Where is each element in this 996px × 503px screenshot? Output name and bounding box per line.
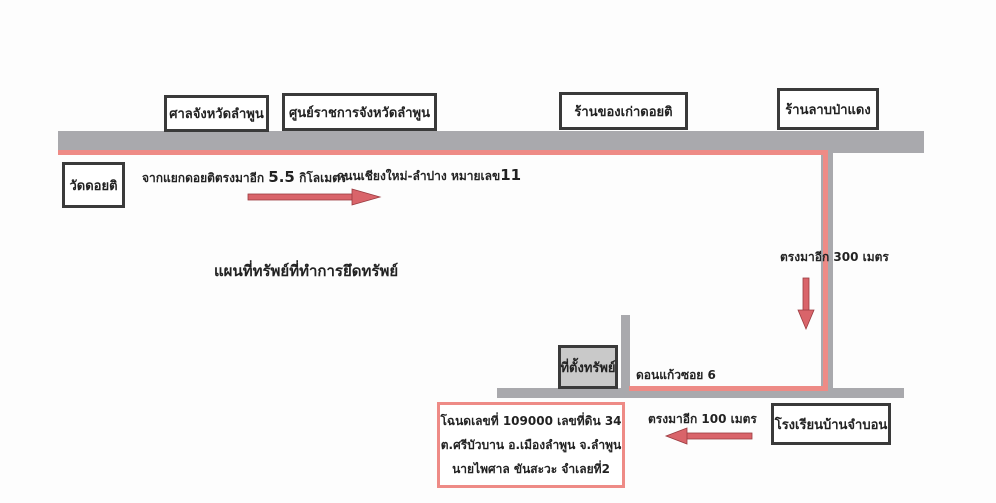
landmark-temple-label: วัดดอยติ [69,178,118,194]
landmark-antique-shop-label: ร้านของเก่าดอยติ [574,104,673,120]
deed-info-box: โฉนดเลขที่ 109000 เลขที่ดิน 34 ต.ศรีบัวบ… [437,402,625,488]
landmark-antique-shop: ร้านของเก่าดอยติ [559,92,688,130]
landmark-government-center-label: ศูนย์ราชการจังหวัดลำพูน [288,105,430,121]
direction-highway-prefix: ถนนเชียงใหม่-ลำปาง หมายเลข [337,169,501,183]
route-vertical [823,150,828,391]
landmark-larb-shop-label: ร้านลาบป่าแดง [785,102,871,118]
arrow-right-icon [247,188,382,206]
direction-from-intersection-distance: 5.5 [268,168,295,186]
highway-road [58,131,924,153]
landmark-temple: วัดดอยติ [62,162,125,208]
map-title: แผนที่ทรัพย์ที่ทำการยึดทรัพย์ [214,262,399,280]
deed-line-3: นายไพศาล ขันสะวะ จำเลยที่2 [452,462,610,476]
landmark-government-center: ศูนย์ราชการจังหวัดลำพูน [282,93,437,131]
direction-straight-300: ตรงมาอีก 300 เมตร [780,250,889,264]
landmark-court-label: ศาลจังหวัดลำพูน [169,107,264,122]
landmark-larb-shop: ร้านลาบป่าแดง [777,88,879,130]
landmark-school: โรงเรียนบ้านจำบอน [771,403,891,445]
deed-line-2: ต.ศรีบัวบาน อ.เมืองลำพูน จ.ลำพูน [440,438,622,452]
lower-road [497,388,904,398]
deed-line-1: โฉนดเลขที่ 109000 เลขที่ดิน 34 [440,414,622,428]
landmark-school-label: โรงเรียนบ้านจำบอน [774,417,888,433]
landmark-court: ศาลจังหวัดลำพูน [164,95,269,132]
route-lower [629,386,828,391]
property-location-label: ที่ตั้งทรัพย์ [560,360,616,376]
direction-from-intersection: จากแยกดอยติตรงมาอีก 5.5 กิโลเมตร [142,168,346,188]
arrow-down-icon [797,277,815,331]
direction-straight-100: ตรงมาอีก 100 เมตร [648,412,757,426]
route-highway [58,150,828,155]
direction-highway-number: 11 [500,166,522,184]
soi-road [621,315,630,388]
direction-highway: ถนนเชียงใหม่-ลำปาง หมายเลข11 [337,166,521,186]
direction-from-intersection-prefix: จากแยกดอยติตรงมาอีก [142,171,265,185]
property-location-box: ที่ตั้งทรัพย์ [558,345,618,389]
arrow-left-icon [664,427,753,445]
direction-soi: ดอนแก้วซอย 6 [636,368,716,382]
direction-from-intersection-unit: กิโลเมตร [299,171,347,185]
